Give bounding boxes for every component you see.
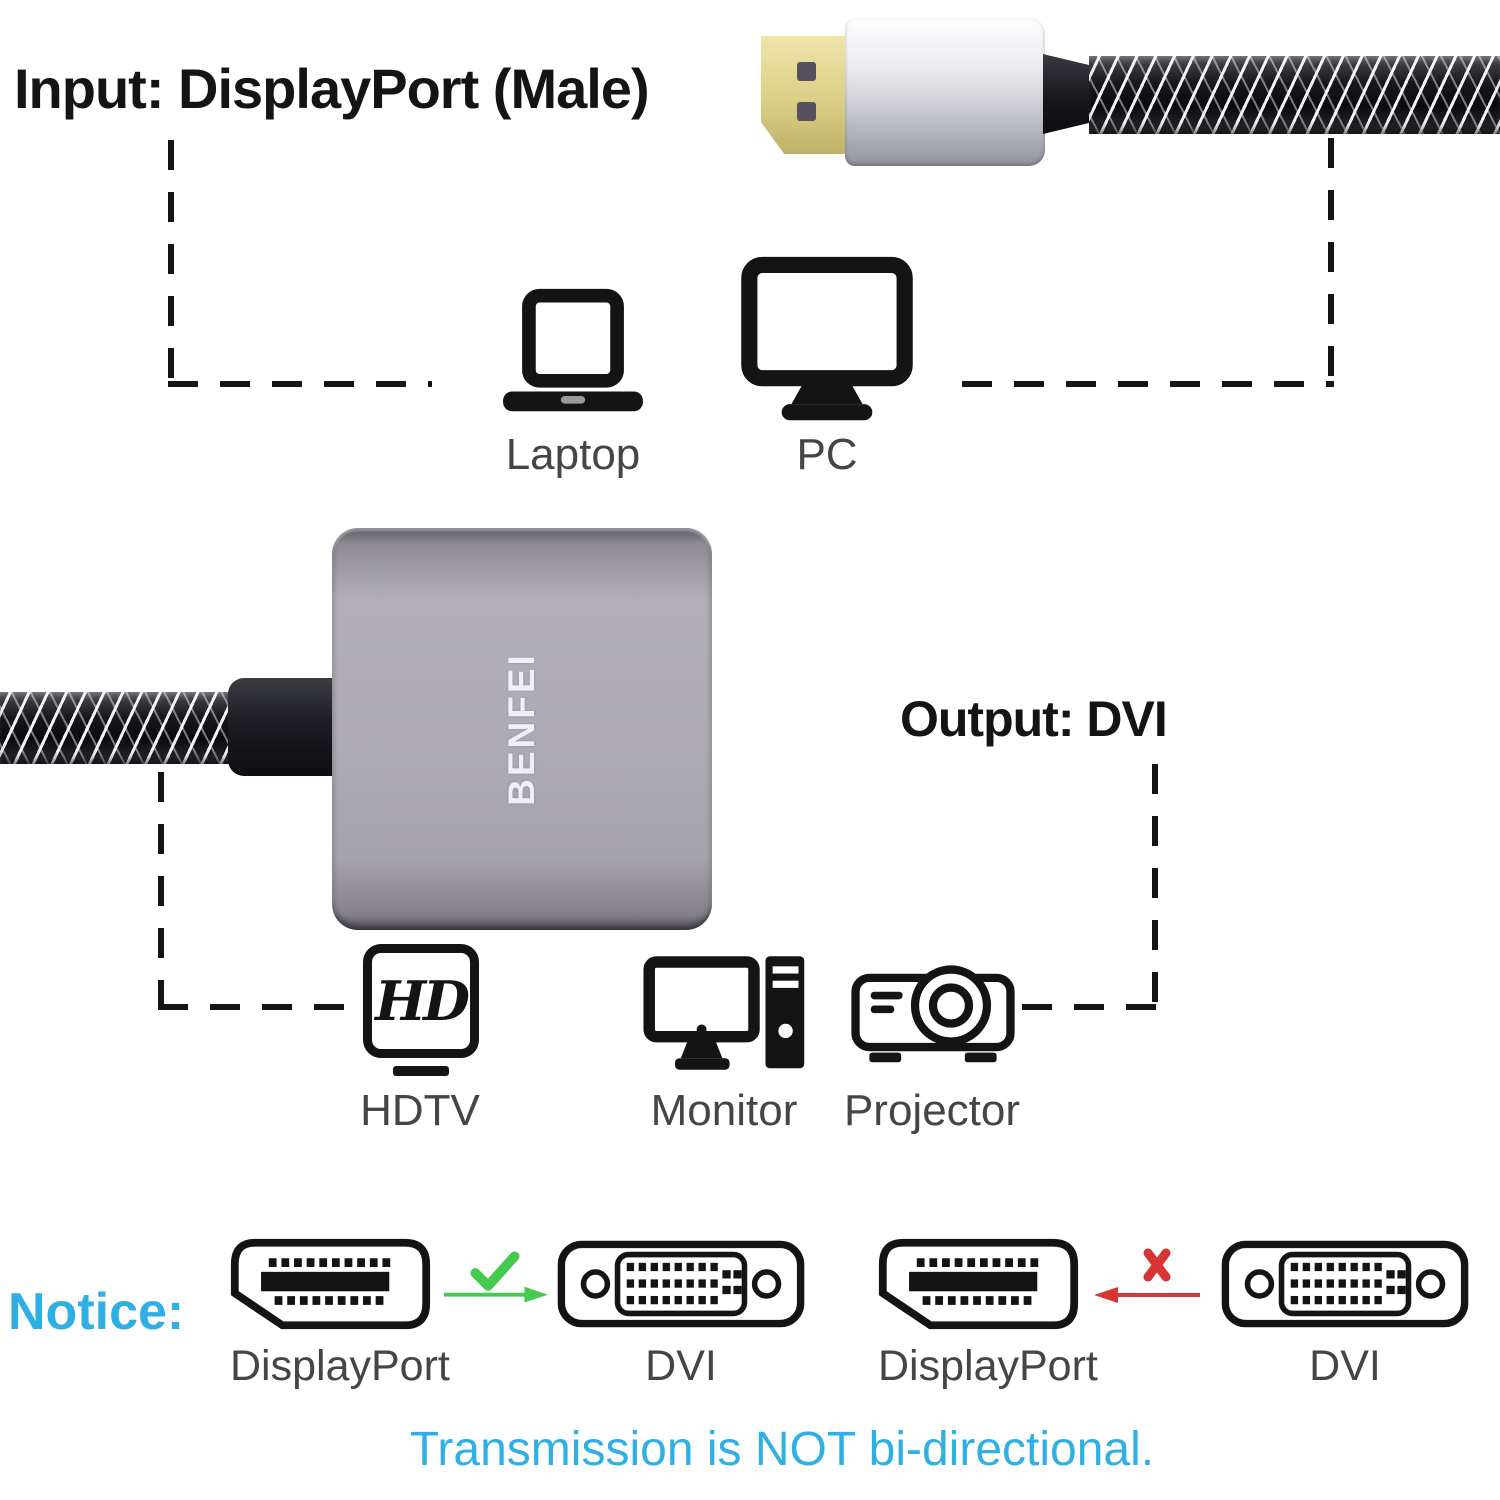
dashed-line-adapter-vertical [158,772,164,1010]
dashed-line-input-horizontal [168,381,432,387]
dashed-line-cable-horizontal [962,381,1334,387]
projector-label: Projector [843,1086,1021,1135]
footer-note: Transmission is NOT bi-directional. [409,1423,1155,1476]
notice-dvi-label: DVI [1309,1342,1381,1390]
monitor-icon [643,952,809,1074]
displayport-cable-connector [755,12,1500,172]
adapter-strain-relief-icon [228,678,336,776]
notice-displayport-label: DisplayPort [230,1342,450,1390]
hd-badge: HD [375,969,470,1033]
pc-label: PC [796,430,858,479]
output-title: Output: DVI [900,691,1168,747]
dp-plug-hole-icon [797,102,816,121]
dp-plug-gold-tip-icon [761,36,847,154]
monitor-label: Monitor [650,1086,798,1135]
notice-label: Notice: [8,1283,185,1341]
dvi-port-icon [1216,1238,1474,1330]
notice-dvi-label: DVI [645,1342,717,1390]
dp-plug-hole-icon [797,62,816,81]
displayport-port-icon [876,1236,1080,1332]
dashed-line-adapter-horizontal [158,1004,354,1010]
displayport-port-icon [228,1236,432,1332]
pc-icon [738,254,916,428]
allowed-check-arrow-icon [440,1244,548,1308]
cable-strain-relief-icon [1043,54,1093,134]
hdtv-icon: HD [363,944,479,1076]
adapter-braided-cable-icon [0,692,236,764]
dp-plug-silver-body-icon [845,18,1045,166]
hdtv-label: HDTV [360,1086,480,1135]
dashed-line-input-vertical [168,140,174,386]
input-title: Input: DisplayPort (Male) [14,57,650,120]
dvi-port-icon [552,1238,810,1330]
hdtv-stand-icon [393,1066,449,1076]
notice-displayport-label: DisplayPort [878,1342,1098,1390]
braided-cable-icon [1089,56,1500,134]
adapter-brand-text: BENFEI [501,652,542,806]
adapter-body: BENFEI [332,528,712,930]
not-allowed-x-arrow-icon [1092,1244,1204,1308]
dashed-line-cable-vertical [1328,138,1334,386]
dashed-line-output-horizontal [1022,1004,1158,1010]
laptop-label: Laptop [505,430,641,479]
projector-icon [850,946,1016,1072]
dashed-line-output-vertical [1152,764,1158,1010]
laptop-icon [497,281,649,429]
